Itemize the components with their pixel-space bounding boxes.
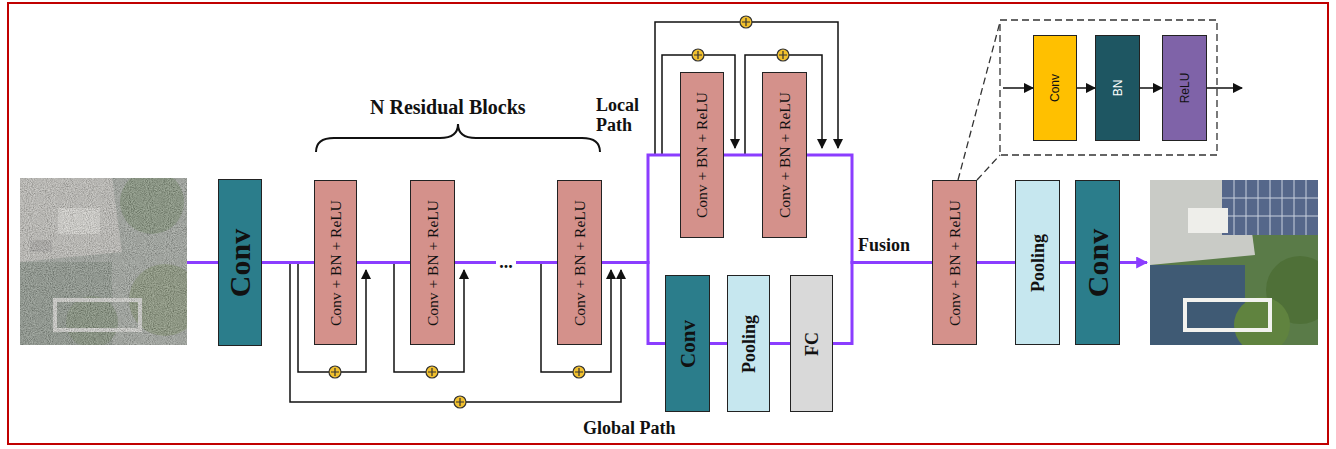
- layer-label: Conv + BN + ReLU: [327, 200, 343, 326]
- local-block: Conv + BN + ReLU: [680, 72, 724, 238]
- detail-callout: [958, 20, 1242, 180]
- data-path: [724, 154, 762, 157]
- ellipsis-label: ...: [496, 253, 516, 273]
- noisy-input-image: [20, 178, 187, 345]
- conv-layer: Conv: [665, 275, 710, 412]
- data-path: [1060, 261, 1075, 264]
- label-group: Conv: [1049, 74, 1062, 102]
- label-group: Conv: [676, 320, 698, 368]
- path-label: Local Path: [596, 96, 652, 136]
- group-title: N Residual Blocks: [370, 96, 526, 118]
- output-arrow: [1120, 261, 1147, 264]
- label-group: Conv + BN + ReLU: [776, 92, 792, 218]
- label-group: Pooling: [739, 314, 758, 372]
- label-group: Conv + BN + ReLU: [946, 200, 962, 326]
- fusion-label: Fusion: [858, 236, 910, 256]
- layer-label: Pooling: [1028, 233, 1047, 291]
- layer-label: Pooling: [739, 314, 758, 372]
- brace: [316, 124, 600, 152]
- label-group: Conv: [224, 228, 256, 296]
- denoised-output-image: [1150, 180, 1318, 345]
- flow-arrow: [1077, 87, 1095, 89]
- label-group: Conv + BN + ReLU: [424, 200, 440, 326]
- local-block: Conv + BN + ReLU: [762, 72, 807, 238]
- sum-symbols: [329, 16, 789, 408]
- layer-label: Conv + BN + ReLU: [776, 92, 792, 218]
- data-path: [770, 342, 790, 345]
- data-path: [977, 261, 1015, 264]
- layer-label: Conv: [1049, 74, 1062, 102]
- layer-label: Conv + BN + ReLU: [694, 92, 710, 218]
- fusion-block: Conv + BN + ReLU: [932, 180, 977, 345]
- label-group: Conv + BN + ReLU: [694, 92, 710, 218]
- layer-label: Conv + BN + ReLU: [571, 200, 587, 326]
- flow-arrow: [1140, 87, 1162, 89]
- layer-label: BN: [1111, 80, 1124, 97]
- layer-label: Conv: [676, 320, 698, 368]
- layer-label: FC: [802, 332, 821, 356]
- data-path: [833, 263, 932, 344]
- frame: [8, 3, 1328, 444]
- pooling-layer: Pooling: [727, 275, 770, 412]
- layer-label: Conv + BN + ReLU: [424, 200, 440, 326]
- pooling-layer: Pooling: [1015, 180, 1060, 345]
- data-path: [602, 155, 680, 263]
- layer-label: Conv + BN + ReLU: [946, 200, 962, 326]
- label-group: ReLU: [1178, 73, 1191, 104]
- data-path: [262, 261, 314, 264]
- layer-label: ReLU: [1178, 73, 1191, 104]
- data-path: [807, 155, 932, 263]
- label-group: BN: [1111, 80, 1124, 97]
- label-group: FC: [802, 332, 821, 356]
- layer-label: Conv: [1082, 228, 1114, 296]
- bn-step: BN: [1095, 35, 1140, 141]
- data-path: [710, 342, 727, 345]
- conv-layer: Conv: [1075, 180, 1120, 345]
- label-group: Conv + BN + ReLU: [327, 200, 343, 326]
- label-group: Conv: [1082, 228, 1114, 296]
- data-path: [602, 263, 665, 344]
- layer-label: Conv: [224, 228, 256, 296]
- relu-step: ReLU: [1162, 35, 1207, 141]
- residual-block: Conv + BN + ReLU: [314, 180, 357, 345]
- label-group: Conv + BN + ReLU: [571, 200, 587, 326]
- path-label: Global Path: [583, 419, 676, 439]
- conv-step: Conv: [1033, 35, 1077, 141]
- fc-layer: FC: [790, 275, 833, 412]
- label-group: Pooling: [1028, 233, 1047, 291]
- residual-block: Conv + BN + ReLU: [410, 180, 455, 345]
- data-path: [357, 261, 410, 264]
- skip-connections: [290, 22, 838, 402]
- conv-layer: Conv: [218, 179, 262, 346]
- residual-block: Conv + BN + ReLU: [557, 180, 602, 345]
- input-line: [187, 261, 218, 264]
